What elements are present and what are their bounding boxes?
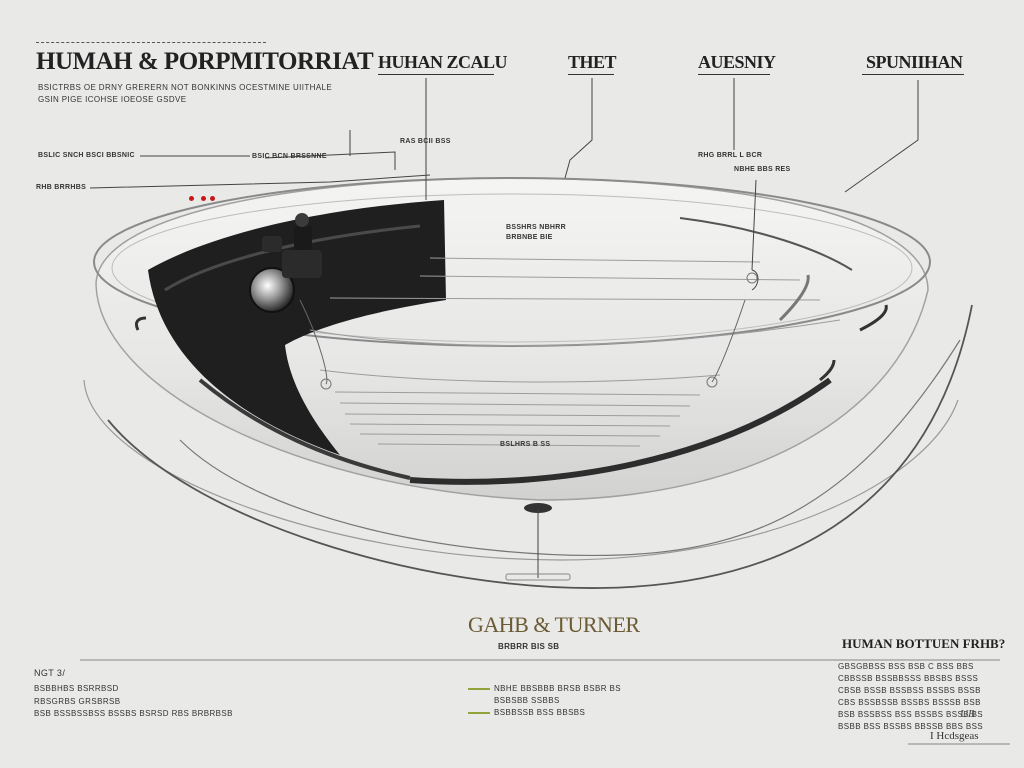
footer-right-body-3: CBSB BSSB BSSBSS BSSBS BSSB (838, 686, 981, 695)
footer-right-note: I Hcdsgeas (930, 730, 979, 742)
callout-right-1: RHG BRRL L BCR (698, 152, 763, 159)
callout-top-center: RAS BCII BSS (400, 138, 451, 145)
footer-right-body-1: GBSGBBSS BSS BSB C BSS BBS (838, 662, 974, 671)
column-header-4: SPUNIIHAN (866, 52, 963, 72)
page-title: HUMAH & PORPMITORRIAT (36, 48, 374, 75)
callout-left-1b: BSIC BCN BRSSNNE (252, 153, 327, 160)
legend-item-2: BSBSBB SSBBS (494, 696, 560, 705)
dark-panel-highlight (164, 224, 421, 292)
right-swoosh (778, 274, 810, 322)
title-rule (36, 42, 266, 43)
red-marker-dot (210, 196, 215, 201)
footer-left-item-1: NGT 3/ (34, 668, 66, 678)
left-leaders (89, 130, 431, 189)
bottom-base (505, 573, 571, 581)
footer-center-subtitle: BRBRR BIS SB (498, 642, 560, 651)
footer-right-body-4: CBS BSSBSSB BSSBS BSSSB BSB (838, 698, 981, 707)
subtitle-line-2: GSIN PIGE ICOHSE IOEOSE GSDVE (38, 95, 187, 104)
bowl-rim-inner (111, 193, 913, 343)
bottom-sweep-2 (198, 378, 411, 480)
column-header-3-rule (698, 74, 770, 75)
red-marker-dot (189, 196, 194, 201)
footer-right-body-2: CBBSSB BSSBBSSS BBSBS BSSS (838, 674, 979, 683)
right-accent-2 (819, 359, 836, 382)
legend-line-1 (468, 688, 490, 690)
subtitle-line-1: BSICTRBS OE DRNY GRERERN NOT BONKINNS OC… (38, 83, 333, 92)
inner-cord-2 (711, 299, 746, 383)
callout-left-2: RHB BRRHBS (36, 184, 87, 191)
column-header-2-rule (568, 74, 614, 75)
red-marker-dot (201, 196, 206, 201)
inner-label-bottom: BSLHRS B SS (500, 441, 551, 448)
column-header-4-rule (862, 74, 964, 75)
inner-cord (299, 299, 328, 385)
right-accent-1 (859, 304, 888, 332)
contour-lines (309, 257, 841, 447)
column-header-1: HUHAN ZCALU (378, 52, 508, 72)
legend-item-1: NBHE BBSBBB BRSB BSBR BS (494, 684, 621, 693)
connector-nodes (320, 272, 758, 390)
column-header-1-rule (378, 74, 494, 75)
footer-left-item-4: BSB BSSBSSBSS BSSBS BSRSD RBS BRBRBSB (34, 709, 233, 718)
left-accent (134, 316, 147, 331)
footer-center-title: GAHB & TURNER (468, 612, 640, 637)
inner-label-top-1: BSSHRS NBHRR (506, 224, 566, 231)
legend-item-3: BSBBSSB BSS BBSBS (494, 708, 586, 717)
orbit-ring-mid (179, 339, 961, 557)
footer-right-body-6: BSBB BSS BSSBS BBSSB BBS BSS (838, 722, 984, 731)
column-header-3: AUESNIY (698, 52, 776, 72)
column-header-2: THET (568, 52, 617, 72)
footer-right-body-5: BSB BSSBSS BSS BSSBS BSSB BS (838, 710, 984, 719)
orbit-ring-outer (83, 379, 959, 561)
footer-right-signature: UB (960, 708, 975, 720)
footer-right-title: HUMAN BOTTUEN FRHB? (842, 636, 1006, 651)
footer-left-item-2: BSBBHBS BSRRBSD (34, 684, 119, 693)
callout-right-2: NBHE BBS RES (734, 166, 791, 173)
inner-label-top-2: BRBNBE BIE (506, 234, 553, 241)
orbit-ring-lower (107, 304, 973, 589)
bottom-anchor (524, 503, 552, 513)
inner-blade (679, 217, 853, 271)
leader-lines (425, 78, 919, 291)
bottom-sweep (409, 377, 832, 485)
footer-left-item-3: RBSGRBS GRSBRSB (34, 697, 121, 706)
callout-left-1: BSLIC SNCH BSCI BBSNIC (38, 152, 135, 159)
camera-device (249, 213, 322, 313)
legend-line-2 (468, 712, 490, 714)
